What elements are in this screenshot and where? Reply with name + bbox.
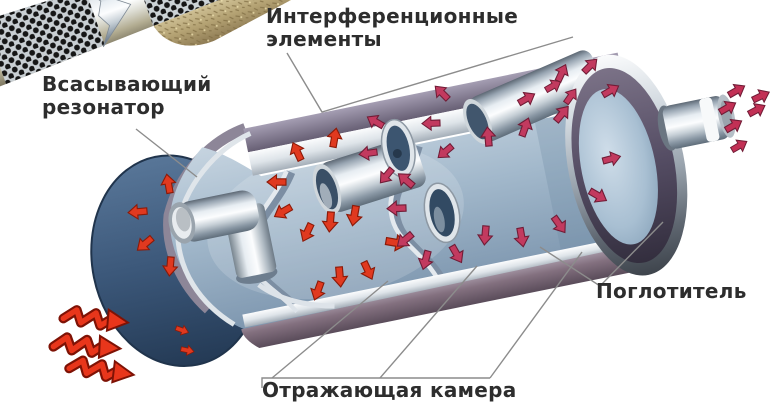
lower-lip-over-pipe — [257, 282, 335, 309]
leader-chamber-2 — [379, 265, 478, 379]
right-end-cap — [565, 54, 688, 276]
leader-absorber — [539, 221, 664, 287]
outlet-white-sleeve — [699, 97, 720, 142]
perforated-section-2-holes — [134, 0, 312, 26]
lower-oval-glint — [433, 206, 445, 233]
pipe-2-mouth-inner — [466, 103, 489, 140]
pipe-2-tube — [469, 50, 605, 142]
upper-oval-knob — [392, 149, 402, 159]
absorber-material — [152, 0, 320, 46]
leader-resonator — [135, 128, 198, 178]
leader-chamber-bracket — [261, 377, 490, 388]
label-suction-resonator: Всасывающий резонатор — [42, 72, 212, 119]
perforated-section-1-holes — [0, 0, 105, 85]
label-absorber: Поглотитель — [596, 279, 747, 303]
suction-resonator-elbow — [168, 190, 278, 284]
label-reflecting-chamber: Отражающая камера — [262, 378, 517, 402]
diffuser-cone — [82, 0, 132, 48]
label-interference-elements: Интерференционные элементы — [266, 4, 519, 51]
transverse-opening-upper — [380, 118, 416, 178]
exhaust-through-pipe — [0, 0, 334, 121]
upper-oval-inner — [386, 125, 411, 171]
leader-chamber-3 — [489, 251, 583, 379]
shell-bottom-outer-band — [241, 241, 660, 348]
elbow-mouth-shade — [175, 207, 191, 232]
transverse-opening-lower — [423, 182, 461, 244]
leader-chamber-1 — [271, 280, 389, 379]
shell-bottom-chrome-lip — [242, 231, 655, 328]
leader-interference — [286, 36, 574, 113]
pipe-1-mouth-glint — [319, 183, 333, 209]
right-cap-inner-face — [578, 88, 658, 245]
outlet-pipe — [657, 94, 736, 151]
internal-elements — [168, 50, 736, 314]
elbow-horizontal-arm — [177, 190, 259, 242]
absorber-wool-lower-texture — [152, 0, 320, 46]
leader-lines — [135, 36, 664, 388]
